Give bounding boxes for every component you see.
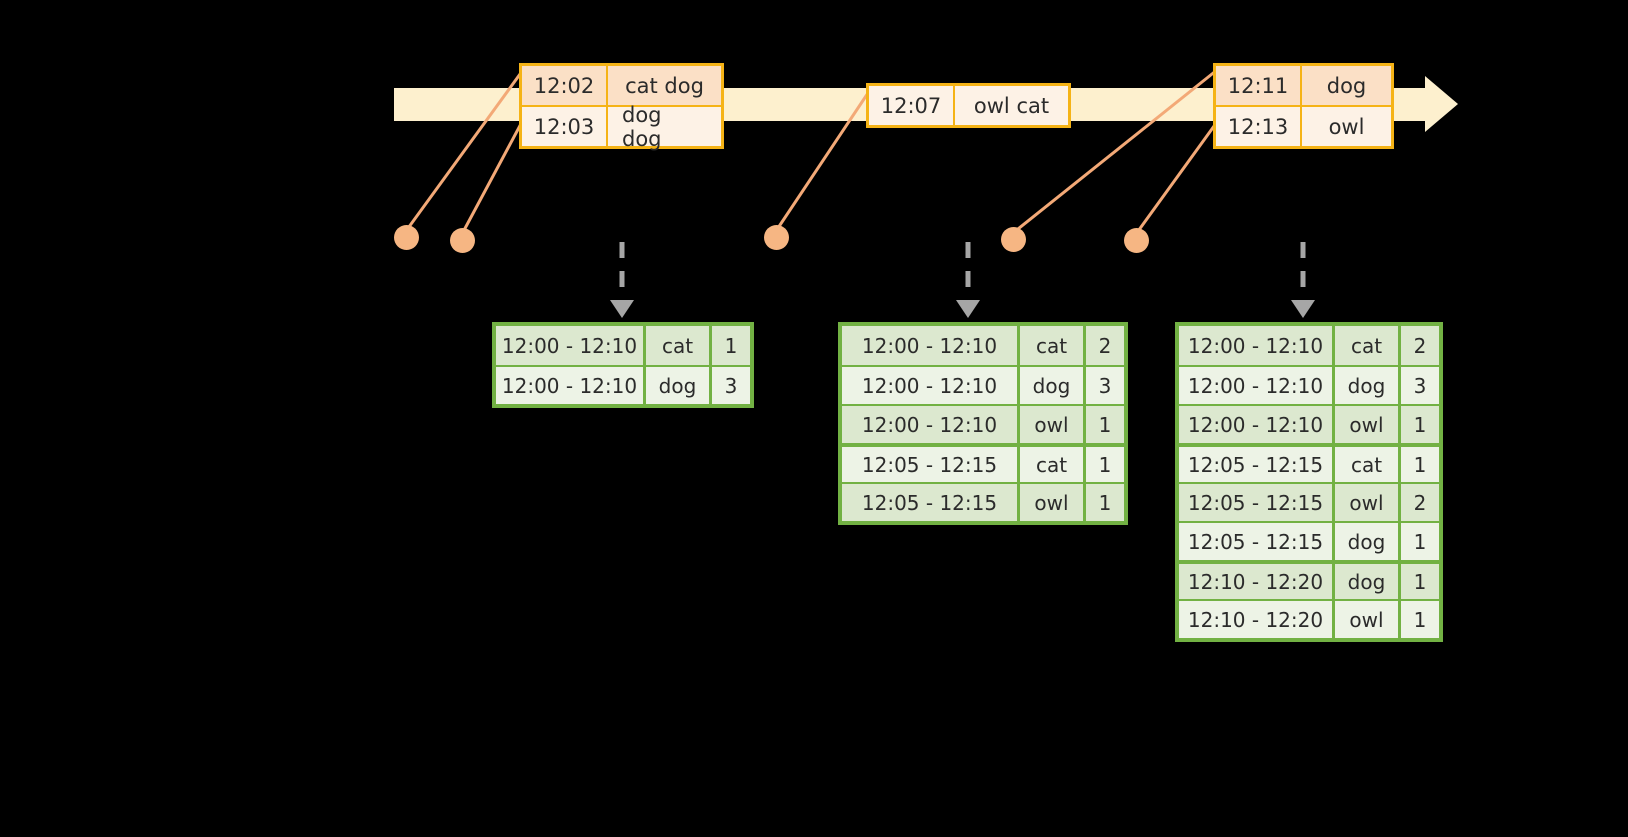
event-dot	[1124, 228, 1149, 253]
cell-count: 1	[1413, 569, 1427, 594]
cell-count: 3	[1098, 373, 1112, 398]
event-dot	[394, 225, 419, 250]
cell-count: 1	[1098, 490, 1112, 515]
cell-word: cat	[1335, 326, 1401, 365]
event-dot	[764, 225, 789, 250]
timeline-arrowhead-icon	[1425, 76, 1458, 132]
cell-count: 2	[1413, 490, 1427, 515]
cell-window: 12:05 - 12:15	[842, 447, 1020, 482]
timeline-event-row: 12:02 cat dog	[522, 66, 721, 105]
cell-window: 12:00 - 12:10	[496, 367, 646, 404]
timeline-event-box[interactable]: 12:11 dog 12:13 owl	[1213, 63, 1394, 149]
cell-window: 12:00 - 12:10	[1179, 406, 1335, 443]
cell-count: 1	[1413, 607, 1427, 632]
timeline-event-box[interactable]: 12:02 cat dog 12:03 dog dog	[519, 63, 724, 151]
cell-window: 12:10 - 12:20	[1179, 601, 1335, 638]
cell-count: 1	[1098, 412, 1112, 437]
cell-word: dog	[1020, 367, 1086, 404]
cell-word: owl	[1335, 484, 1401, 521]
timeline-event-row: 12:13 owl	[1216, 105, 1391, 146]
cell-word: owl	[1335, 601, 1401, 638]
down-arrow-head-icon	[956, 300, 980, 318]
timeline-event-row: 12:07 owl cat	[869, 86, 1068, 125]
cell-window: 12:10 - 12:20	[1179, 564, 1335, 599]
event-words: owl cat	[973, 93, 1050, 118]
event-time: 12:03	[522, 107, 608, 146]
cell-window: 12:05 - 12:15	[842, 484, 1020, 521]
timeline-event-box[interactable]: 12:07 owl cat	[866, 83, 1071, 128]
cell-count: 1	[1413, 452, 1427, 477]
cell-count: 2	[1098, 333, 1112, 358]
event-words: owl	[1328, 114, 1365, 139]
down-arrow-head-icon	[610, 300, 634, 318]
event-dot	[450, 228, 475, 253]
cell-window: 12:05 - 12:15	[1179, 523, 1335, 560]
cell-count: 3	[724, 373, 738, 398]
event-time: 12:11	[1216, 66, 1302, 105]
cell-window: 12:00 - 12:10	[842, 367, 1020, 404]
timeline-event-row: 12:11 dog	[1216, 66, 1391, 105]
cell-window: 12:00 - 12:10	[842, 406, 1020, 443]
cell-word: owl	[1335, 406, 1401, 443]
cell-window: 12:00 - 12:10	[496, 326, 646, 365]
cell-word: dog	[1335, 564, 1401, 599]
event-dot	[1001, 227, 1026, 252]
cell-count: 3	[1413, 373, 1427, 398]
event-words: dog dog	[622, 102, 662, 151]
event-words: cat dog	[625, 73, 704, 98]
cell-word: cat	[1020, 326, 1086, 365]
cell-word: dog	[646, 367, 712, 404]
cell-word: dog	[1335, 523, 1401, 560]
cell-count: 1	[1413, 529, 1427, 554]
cell-window: 12:00 - 12:10	[842, 326, 1020, 365]
cell-word: cat	[646, 326, 712, 365]
cell-count: 2	[1413, 333, 1427, 358]
cell-word: owl	[1020, 406, 1086, 443]
cell-count: 1	[724, 333, 738, 358]
cell-window: 12:00 - 12:10	[1179, 326, 1335, 365]
cell-word: cat	[1335, 447, 1401, 482]
event-time: 12:07	[869, 86, 955, 125]
event-time: 12:02	[522, 66, 608, 105]
cell-word: dog	[1335, 367, 1401, 404]
timeline-event-row: 12:03 dog dog	[522, 102, 721, 151]
cell-count: 1	[1413, 412, 1427, 437]
event-time: 12:13	[1216, 107, 1302, 146]
cell-count: 1	[1098, 452, 1112, 477]
cell-window: 12:00 - 12:10	[1179, 367, 1335, 404]
event-words: dog	[1326, 73, 1367, 98]
event-connector-line	[1134, 121, 1219, 235]
down-arrow-head-icon	[1291, 300, 1315, 318]
cell-window: 12:05 - 12:15	[1179, 447, 1335, 482]
cell-word: owl	[1020, 484, 1086, 521]
cell-window: 12:05 - 12:15	[1179, 484, 1335, 521]
event-connector-line	[460, 119, 525, 235]
cell-word: cat	[1020, 447, 1086, 482]
